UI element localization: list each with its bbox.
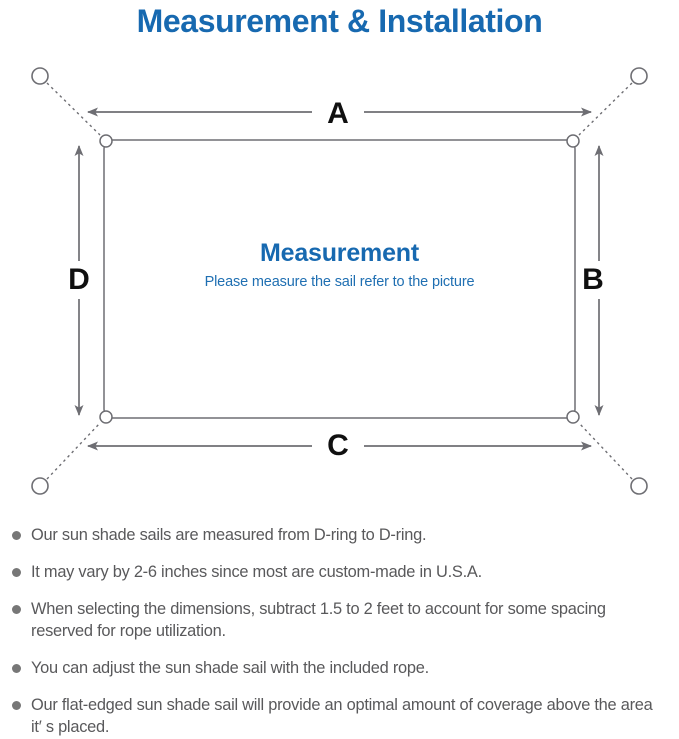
d-rings (99, 134, 580, 424)
anchor-points (31, 67, 648, 495)
anchor-bottom-left-icon (31, 477, 49, 495)
bullet-icon (12, 531, 21, 540)
bullet-icon (12, 664, 21, 673)
bullet-icon (12, 605, 21, 614)
dimension-label-a: A (312, 97, 364, 131)
bullet-icon (12, 701, 21, 710)
rope-top-left (46, 82, 101, 136)
dimension-label-d: D (62, 261, 96, 299)
dimension-label-b: B (576, 261, 610, 299)
d-ring-top-right-icon (566, 134, 580, 148)
note-text: When selecting the dimensions, subtract … (31, 600, 606, 640)
shade-sail-diagram (31, 67, 648, 495)
d-ring-bottom-right-icon (566, 410, 580, 424)
page-title: Measurement & Installation (136, 3, 543, 39)
note-text: Our sun shade sails are measured from D-… (31, 526, 427, 544)
note-text: Our flat-edged sun shade sail will provi… (31, 696, 653, 736)
list-item: When selecting the dimensions, subtract … (12, 598, 665, 642)
note-text: It may vary by 2-6 inches since most are… (31, 563, 482, 581)
d-ring-top-left-icon (99, 134, 113, 148)
d-ring-bottom-left-icon (99, 410, 113, 424)
anchor-top-right-icon (630, 67, 648, 85)
anchor-top-left-icon (31, 67, 49, 85)
sail-outline (103, 139, 576, 419)
rope-bottom-left (46, 422, 101, 480)
list-item: Our sun shade sails are measured from D-… (12, 524, 665, 546)
rope-lines (46, 82, 633, 480)
list-item: You can adjust the sun shade sail with t… (12, 657, 665, 679)
list-item: It may vary by 2-6 inches since most are… (12, 561, 665, 583)
notes-list: Our sun shade sails are measured from D-… (0, 524, 679, 738)
list-item: Our flat-edged sun shade sail will provi… (12, 694, 665, 738)
dimension-label-c: C (312, 429, 364, 463)
anchor-bottom-right-icon (630, 477, 648, 495)
note-text: You can adjust the sun shade sail with t… (31, 659, 429, 677)
bullet-icon (12, 568, 21, 577)
rope-bottom-right (578, 422, 633, 480)
rope-top-right (578, 82, 633, 136)
